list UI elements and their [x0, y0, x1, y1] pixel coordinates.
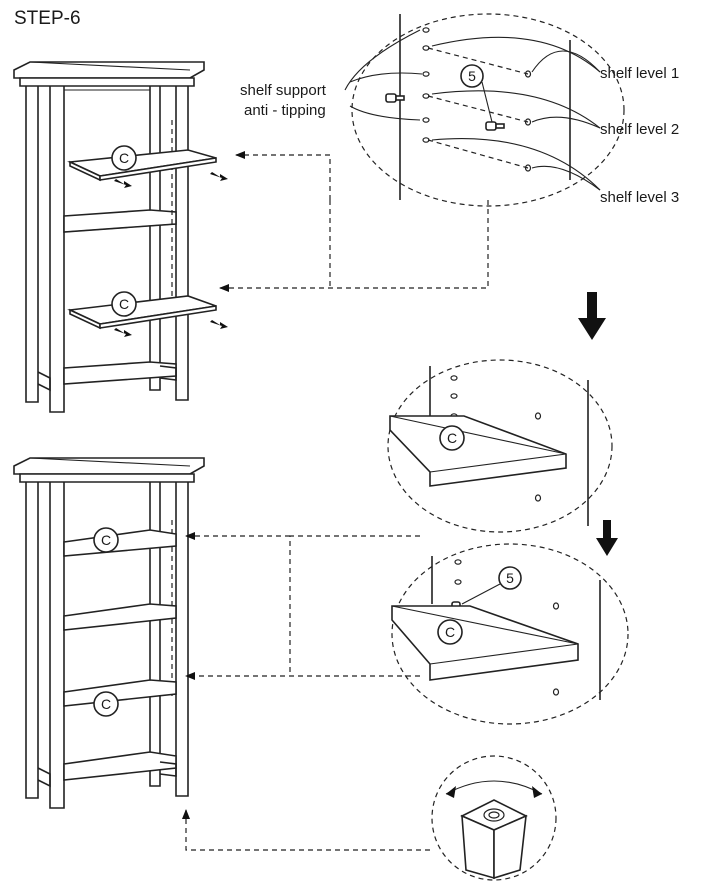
bookcase-top: C C: [13, 61, 228, 413]
guide-lines-top: [219, 151, 489, 292]
part-label-support: 5: [506, 570, 514, 586]
detail-circle-shelf-placed: C: [387, 359, 613, 533]
detail-circle-supports: 5: [344, 13, 625, 207]
detail-circle-support-inserted: C 5: [391, 543, 629, 725]
part-label-shelf: C: [447, 430, 457, 446]
part-label-shelf: C: [445, 624, 455, 640]
part-label-support: 5: [468, 68, 476, 84]
down-arrow-icon: [578, 292, 606, 340]
down-arrow-icon: [596, 520, 618, 556]
part-label-shelf: C: [119, 296, 129, 312]
part-label-shelf: C: [101, 532, 111, 548]
label-shelf-level-3: shelf level 3: [600, 189, 679, 206]
detail-circle-foot-leveler: [431, 755, 557, 881]
label-shelf-level-1: shelf level 1: [600, 65, 679, 82]
label-anti-tipping: anti - tipping: [244, 102, 326, 119]
label-shelf-level-2: shelf level 2: [600, 121, 679, 138]
guide-lines-bottom: [182, 532, 430, 851]
step-title: STEP-6: [14, 8, 81, 29]
part-label-shelf: C: [101, 696, 111, 712]
label-shelf-support: shelf support: [240, 82, 327, 99]
bookcase-bottom: C C: [13, 457, 205, 809]
part-label-shelf: C: [119, 150, 129, 166]
